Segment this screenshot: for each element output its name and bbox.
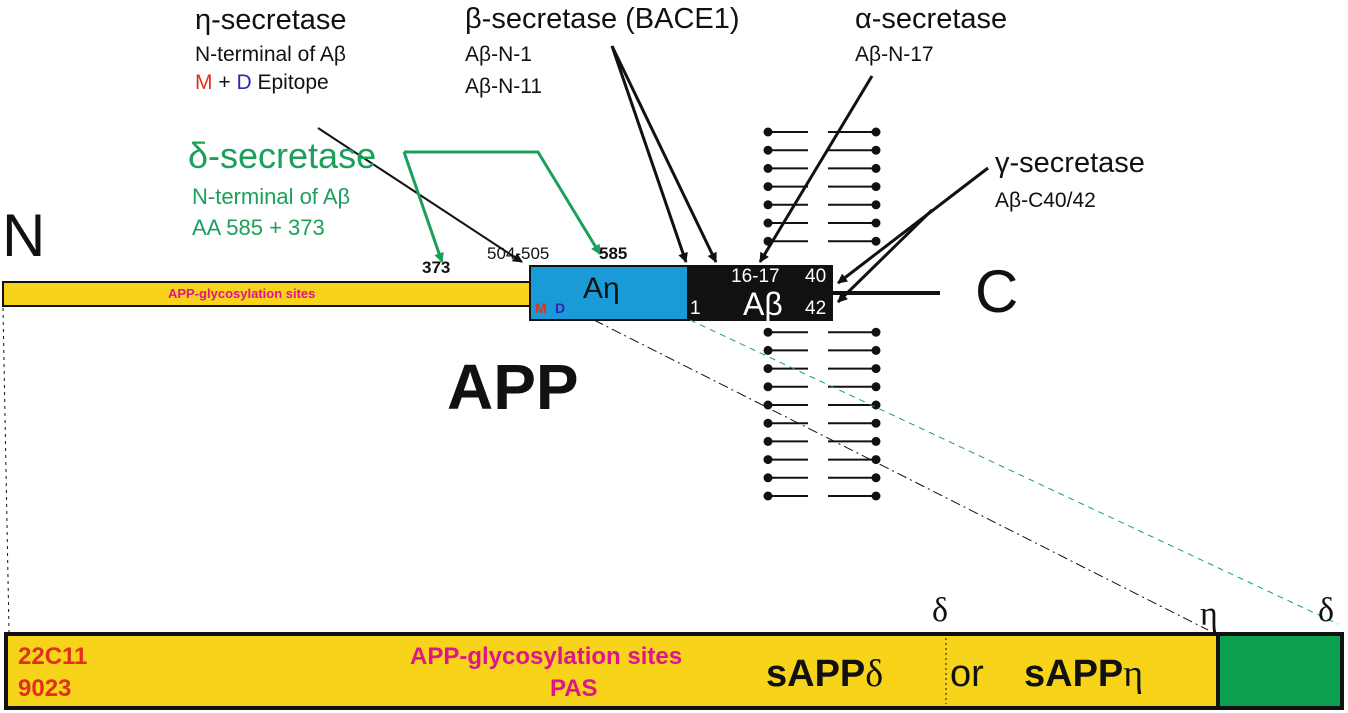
n-terminus-label: N [2, 202, 46, 269]
lipid-bilayer-membrane [763, 127, 881, 501]
eta-secretase-line1: N-terminal of Aβ [195, 43, 346, 66]
beta-secretase-arrow-2 [610, 45, 718, 263]
sapp-eta-symbol: η [1123, 653, 1144, 695]
lipid-head [871, 418, 881, 428]
lipid-head [763, 436, 773, 446]
d-epitope-label: D [236, 71, 252, 94]
lipid-head [871, 455, 881, 465]
lipid-head [871, 182, 881, 192]
epitope-label: Epitope [257, 71, 329, 94]
delta-secretase-arrow-585 [404, 150, 602, 255]
delta-secretase-arrow-373 [402, 151, 444, 263]
projection-line-n [2, 307, 10, 633]
lipid-head [763, 200, 773, 210]
alpha-secretase-line1: Aβ-N-17 [855, 43, 934, 66]
alpha-secretase-arrow [758, 75, 874, 263]
lipid-head [763, 400, 773, 410]
a-eta-d-label: D [555, 300, 566, 316]
lipid-head [871, 473, 881, 483]
m-epitope-label: M [195, 71, 213, 94]
lipid-head [871, 345, 881, 355]
c-terminus-label: C [975, 258, 1019, 325]
lipid-head [871, 382, 881, 392]
delta-secretase-title: δ-secretase [188, 135, 377, 176]
sapp-delta-end-label: δ [1318, 592, 1335, 629]
lipid-head [871, 236, 881, 246]
sapp-delta-symbol: δ [865, 653, 884, 695]
site-585-label: 585 [599, 244, 628, 263]
delta-secretase-line1: N-terminal of Aβ [192, 184, 351, 209]
lipid-head [763, 182, 773, 192]
lipid-head [763, 491, 773, 501]
lipid-head [871, 491, 881, 501]
beta-secretase-line2: Aβ-N-11 [465, 75, 543, 98]
a-beta-42-label: 42 [805, 298, 827, 319]
lipid-head [871, 163, 881, 173]
beta-secretase-arrow-1 [610, 45, 688, 263]
lipid-head [871, 436, 881, 446]
sapp-eta-cut-label: η [1200, 596, 1218, 633]
a-eta-domain [529, 265, 689, 321]
lipid-head [763, 473, 773, 483]
lipid-head [763, 364, 773, 374]
lipid-head [763, 418, 773, 428]
sapp-delta-label: sAPPδ [766, 655, 883, 693]
eta-secretase-title: η-secretase [195, 4, 347, 36]
lipid-head [871, 145, 881, 155]
a-beta-16-17-label: 16-17 [731, 266, 780, 287]
gamma-secretase-title: γ-secretase [995, 147, 1145, 179]
a-eta-m-label: M [535, 300, 547, 316]
beta-secretase-line1: Aβ-N-1 [465, 43, 532, 66]
lipid-head [763, 127, 773, 137]
sapp-green-stub [1216, 632, 1344, 710]
lipid-head [871, 200, 881, 210]
gamma-secretase-line1: Aβ-C40/42 [995, 189, 1096, 212]
gamma-secretase-arrow-42 [836, 208, 934, 304]
lipid-head [871, 327, 881, 337]
sapp-delta-cut-label: δ [932, 592, 949, 629]
sapp-eta-label: sAPPη [1024, 655, 1143, 693]
lipid-head [763, 345, 773, 355]
plus-sign: + [218, 71, 231, 94]
sapp-pas-label: PAS [550, 675, 598, 702]
lipid-head [871, 218, 881, 228]
lipid-head [871, 127, 881, 137]
sapp-bar [4, 632, 1220, 710]
lipid-head [763, 218, 773, 228]
app-extracellular-bar [2, 281, 531, 307]
lipid-head [763, 327, 773, 337]
a-beta-40-label: 40 [805, 266, 827, 287]
delta-secretase-line2: AA 585 + 373 [192, 215, 325, 240]
a-eta-label: Aη [583, 272, 620, 305]
lipid-head [763, 145, 773, 155]
lipid-head [763, 382, 773, 392]
antibody-22c11-label: 22C11 [18, 643, 88, 670]
lipid-head [871, 400, 881, 410]
eta-secretase-epitope-line: M + D Epitope [195, 72, 329, 93]
site-373-label: 373 [422, 258, 451, 277]
beta-secretase-title: β-secretase (BACE1) [465, 3, 740, 35]
site-504-505-label: 504-505 [487, 244, 550, 263]
app-title: APP [447, 351, 579, 423]
projection-line-eta [593, 319, 1209, 631]
gamma-secretase-arrow [837, 166, 989, 285]
lipid-head [763, 163, 773, 173]
lipid-head [871, 364, 881, 374]
sapp-eta-prefix: sAPP [1024, 653, 1124, 695]
sapp-or-label: or [950, 653, 984, 695]
sapp-glycosylation-label: APP-glycosylation sites [410, 643, 683, 670]
app-glycosylation-label: APP-glycosylation sites [168, 286, 316, 301]
lipid-head [763, 455, 773, 465]
a-beta-1-label: 1 [690, 298, 701, 319]
antibody-9023-label: 9023 [18, 675, 72, 702]
a-beta-label: Aβ [743, 286, 783, 322]
projection-line-delta [689, 319, 1339, 625]
alpha-secretase-title: α-secretase [855, 3, 1008, 35]
sapp-delta-prefix: sAPP [766, 653, 866, 695]
